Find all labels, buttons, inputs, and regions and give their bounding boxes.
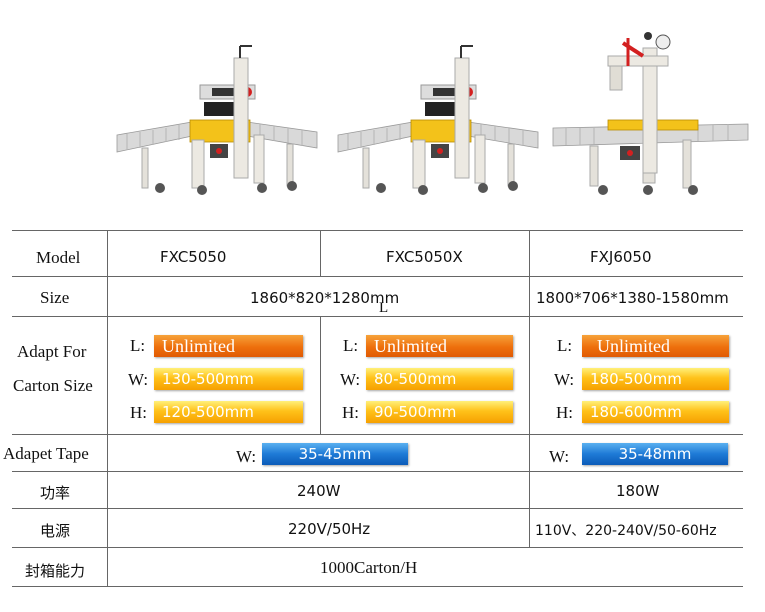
dim-w-label: W: [549, 447, 570, 466]
carton-label-line2: Carton Size [13, 376, 93, 395]
power-value-fxj: 180W [616, 482, 660, 500]
carton-width-value: 130-500mm [154, 368, 303, 390]
dim-l-label: L: [557, 336, 573, 355]
row-divider [12, 508, 743, 509]
carton-height-value: 180-600mm [582, 401, 729, 423]
dim-h-label: H: [342, 403, 359, 422]
capacity-label: 封箱能力 [25, 562, 86, 580]
carton-length-value: Unlimited [366, 335, 513, 357]
machine-fxj6050-image [548, 28, 758, 200]
table-border-top [12, 230, 743, 231]
table-border-bottom [12, 586, 743, 587]
col-divider [320, 316, 321, 435]
capacity-value: 1000Carton/H [320, 558, 418, 577]
dim-h-label: H: [130, 403, 147, 422]
carton-length-value: Unlimited [582, 335, 729, 357]
col-divider [529, 230, 530, 548]
dim-w-label: W: [340, 370, 361, 389]
tape-label: Adapet Tape [3, 444, 89, 463]
dim-w-label: W: [128, 370, 149, 389]
carton-height-value: 90-500mm [366, 401, 513, 423]
dim-l-label: L: [130, 336, 146, 355]
supply-label: 电源 [40, 522, 71, 540]
tape-width-value-shared: 35-45mm [262, 443, 408, 465]
row-divider [12, 316, 743, 317]
model-label: Model [36, 248, 81, 267]
size-marker: L [379, 300, 389, 316]
power-value-shared: 240W [297, 482, 341, 500]
dim-w-label: W: [554, 370, 575, 389]
carton-width-value: 180-500mm [582, 368, 729, 390]
machine-fxc5050-image [112, 40, 322, 200]
supply-value-fxj: 110V、220-240V/50-60Hz [535, 523, 717, 539]
power-label: 功率 [40, 484, 71, 502]
dim-w-label: W: [236, 447, 257, 466]
size-value-shared: 1860*820*1280mm [250, 289, 400, 307]
col-divider [107, 230, 108, 587]
row-divider [12, 276, 743, 277]
carton-length-value: Unlimited [154, 335, 303, 357]
model-fxj6050: FXJ6050 [590, 248, 652, 266]
dim-l-label: L: [343, 336, 359, 355]
size-label: Size [40, 288, 70, 307]
carton-width-value: 80-500mm [366, 368, 513, 390]
model-fxc5050x: FXC5050X [386, 248, 463, 266]
row-divider [12, 547, 743, 548]
carton-height-value: 120-500mm [154, 401, 303, 423]
row-divider [12, 434, 743, 435]
carton-label-line1: Adapt For [17, 342, 87, 361]
machine-fxc5050x-image [333, 40, 543, 200]
size-value-fxj: 1800*706*1380-1580mm [536, 289, 729, 307]
dim-h-label: H: [556, 403, 573, 422]
model-fxc5050: FXC5050 [160, 248, 227, 266]
tape-width-value-fxj: 35-48mm [582, 443, 728, 465]
row-divider [12, 471, 743, 472]
supply-value-shared: 220V/50Hz [288, 520, 371, 538]
col-divider [320, 230, 321, 277]
